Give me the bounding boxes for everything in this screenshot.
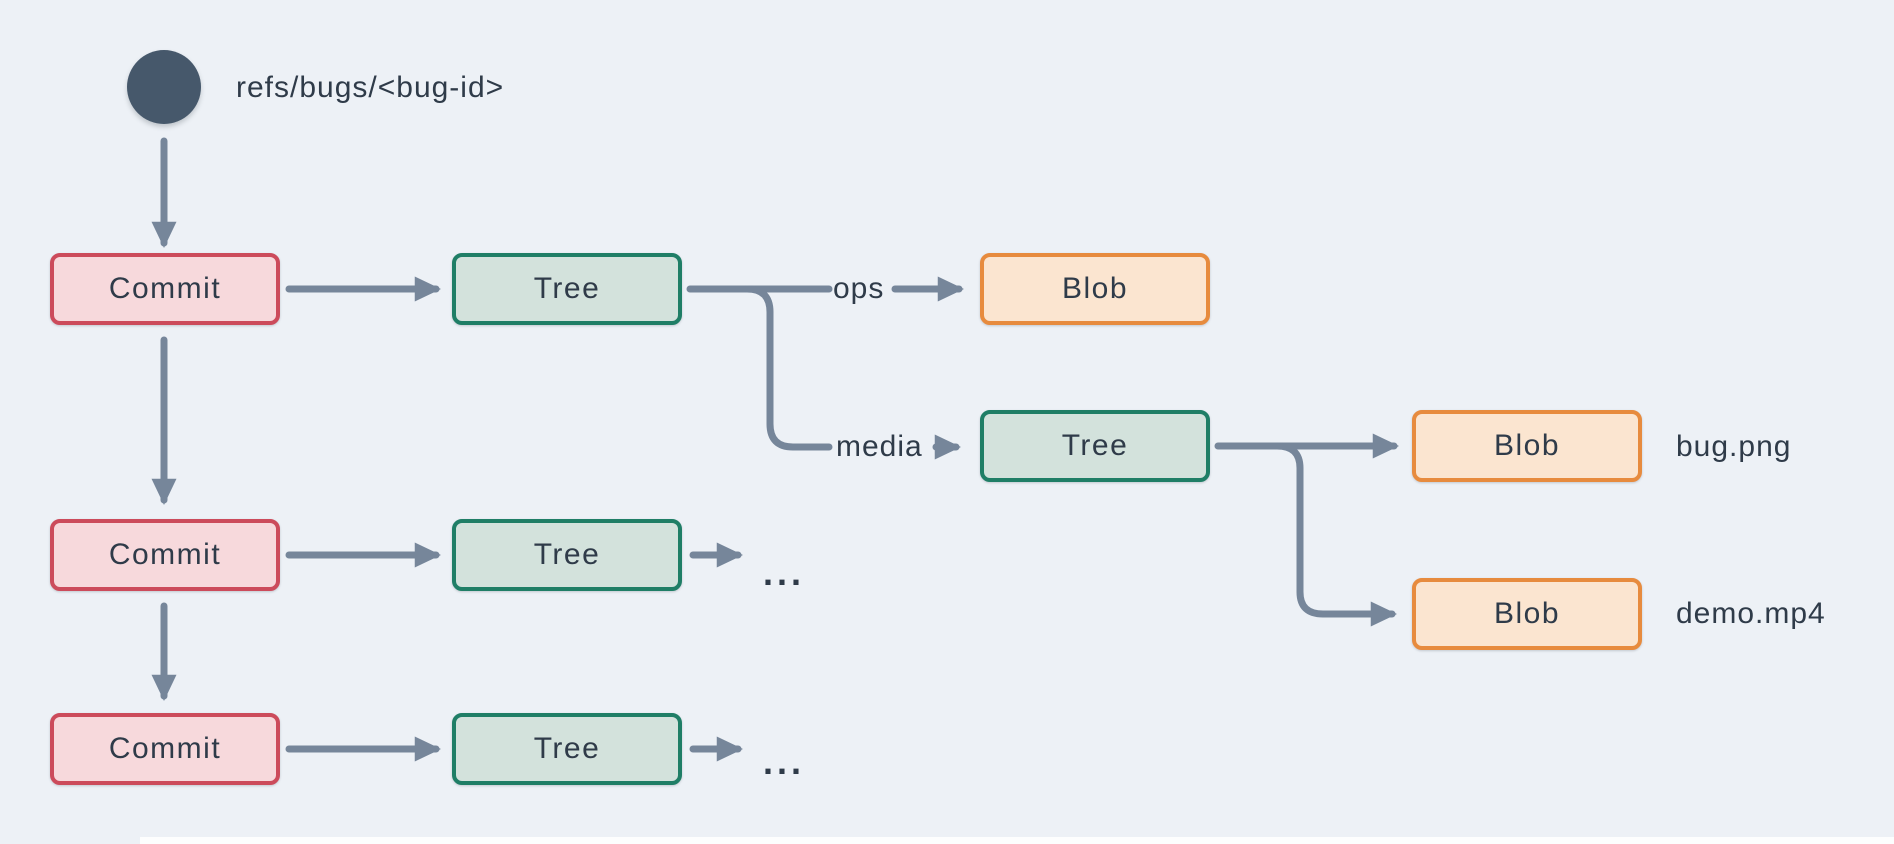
edge-tree1-media-branch [743,285,833,451]
commit-node-1: Commit [50,253,280,325]
ellipsis-row2: ... [763,552,806,593]
file-label-demo: demo.mp4 [1676,597,1826,630]
blob-node-label: Blob [1493,597,1561,630]
edge-label-media: media [836,430,923,463]
tree-node-1: Tree [452,253,682,325]
blob-node-label: Blob [1493,429,1561,462]
edge-mediatree-to-demoblob [1273,442,1397,627]
commit-node-label: Commit [108,538,222,571]
tree-node-label: Tree [533,732,601,765]
ref-label: refs/bugs/<bug-id> [236,71,505,104]
tree-node-label: Tree [533,272,601,305]
ellipsis-row3: ... [763,741,806,782]
ref-circle-icon [127,50,201,124]
blob-node-demo: Blob [1412,578,1642,650]
commit-node-label: Commit [108,732,222,765]
commit-node-3: Commit [50,713,280,785]
blob-node-bug: Blob [1412,410,1642,482]
bottom-white-strip [140,837,1894,844]
blob-node-ops: Blob [980,253,1210,325]
commit-node-label: Commit [108,272,222,305]
tree-node-3: Tree [452,713,682,785]
commit-node-2: Commit [50,519,280,591]
tree-node-2: Tree [452,519,682,591]
tree-node-label: Tree [533,538,601,571]
edge-label-ops: ops [833,272,885,305]
tree-node-media: Tree [980,410,1210,482]
blob-node-label: Blob [1061,272,1129,305]
file-label-bug: bug.png [1676,430,1792,463]
tree-node-label: Tree [1061,429,1129,462]
